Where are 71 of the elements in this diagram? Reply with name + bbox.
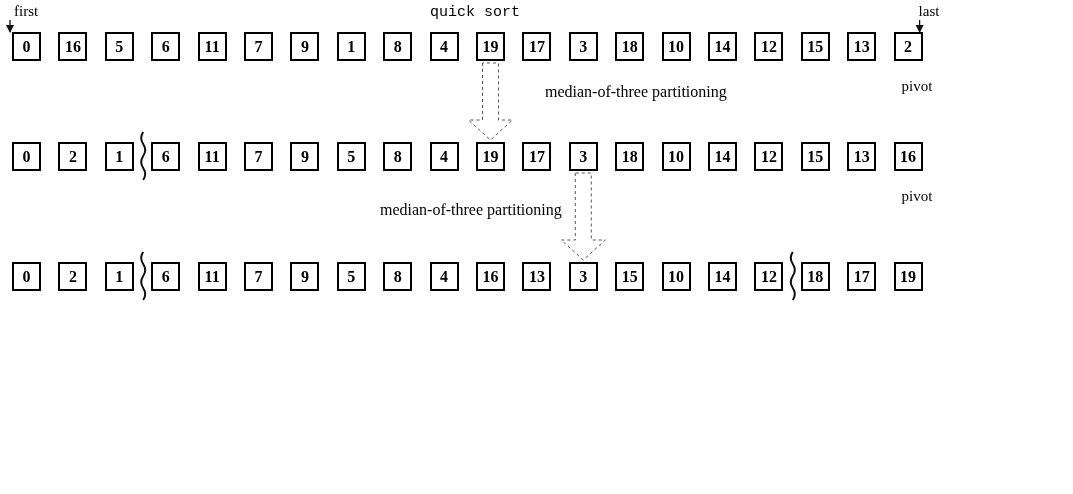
array-cell: 2 — [58, 142, 88, 171]
array-cell: 11 — [197, 32, 227, 61]
array-cell: 15 — [615, 262, 645, 291]
array-cell: 12 — [754, 32, 784, 61]
array-cell: 2 — [58, 262, 88, 291]
array-cell: 5 — [336, 142, 366, 171]
array-cell: 1 — [104, 262, 134, 291]
array-cell: 10 — [661, 32, 691, 61]
array-cell: 8 — [383, 142, 413, 171]
array-cell: 12 — [754, 142, 784, 171]
array-cell: 19 — [893, 262, 923, 291]
array-cell: 14 — [708, 142, 737, 171]
array-cell: 5 — [336, 262, 366, 291]
arrow — [6, 19, 14, 33]
array-cell: 4 — [429, 32, 459, 61]
array-cell: 8 — [383, 262, 413, 291]
array-cell: 16 — [893, 142, 923, 171]
array-cell: 16 — [476, 262, 505, 291]
block-arrow — [560, 172, 606, 261]
array-cell: 13 — [847, 142, 877, 171]
array-cell: 14 — [708, 262, 737, 291]
array-cell: 12 — [754, 262, 784, 291]
array-cell: 3 — [568, 262, 598, 291]
array-cell: 9 — [290, 262, 320, 291]
array-cell: 18 — [615, 32, 645, 61]
array-cell: 5 — [104, 32, 134, 61]
array-cell: 7 — [244, 262, 273, 291]
array-cell: 9 — [290, 142, 320, 171]
array-cell: 17 — [522, 142, 552, 171]
pivot-label: pivot — [901, 187, 933, 206]
array-cell: 13 — [522, 262, 552, 291]
array-cell: 9 — [290, 32, 320, 61]
array-cell: 10 — [661, 262, 691, 291]
array-cell: 0 — [12, 32, 41, 61]
array-cell: 6 — [151, 142, 181, 171]
array-cell: 7 — [244, 32, 273, 61]
array-cell: 11 — [197, 142, 227, 171]
pointer-label: first — [14, 2, 39, 20]
array-cell: 17 — [522, 32, 552, 61]
array-cell: 10 — [661, 142, 691, 171]
array-cell: 19 — [476, 32, 505, 61]
array-cell: 4 — [429, 262, 459, 291]
array-cell: 1 — [336, 32, 366, 61]
array-cell: 4 — [429, 142, 459, 171]
pointer-label: last — [918, 2, 940, 20]
array-cell: 3 — [568, 32, 598, 61]
array-cell: 1 — [104, 142, 134, 171]
array-cell: 18 — [800, 262, 830, 291]
block-arrow — [468, 62, 513, 141]
edge-label: median-of-three partitioning — [545, 82, 727, 103]
title: quick sort — [430, 3, 520, 23]
array-cell: 7 — [244, 142, 273, 171]
array-cell: 14 — [708, 32, 737, 61]
array-cell: 15 — [800, 142, 830, 171]
array-cell: 13 — [847, 32, 877, 61]
edge-label: median-of-three partitioning — [380, 200, 562, 221]
array-cell: 0 — [12, 262, 41, 291]
array-cell: 16 — [58, 32, 88, 61]
array-cell: 15 — [800, 32, 830, 61]
array-cell: 11 — [197, 262, 227, 291]
array-cell: 18 — [615, 142, 645, 171]
array-cell: 6 — [151, 32, 181, 61]
array-cell: 8 — [383, 32, 413, 61]
arrow — [915, 19, 924, 33]
pivot-label: pivot — [901, 77, 933, 96]
array-cell: 6 — [151, 262, 181, 291]
array-cell: 19 — [476, 142, 505, 171]
array-cell: 17 — [847, 262, 877, 291]
array-cell: 2 — [893, 32, 923, 61]
array-cell: 3 — [568, 142, 598, 171]
array-cell: 0 — [12, 142, 41, 171]
